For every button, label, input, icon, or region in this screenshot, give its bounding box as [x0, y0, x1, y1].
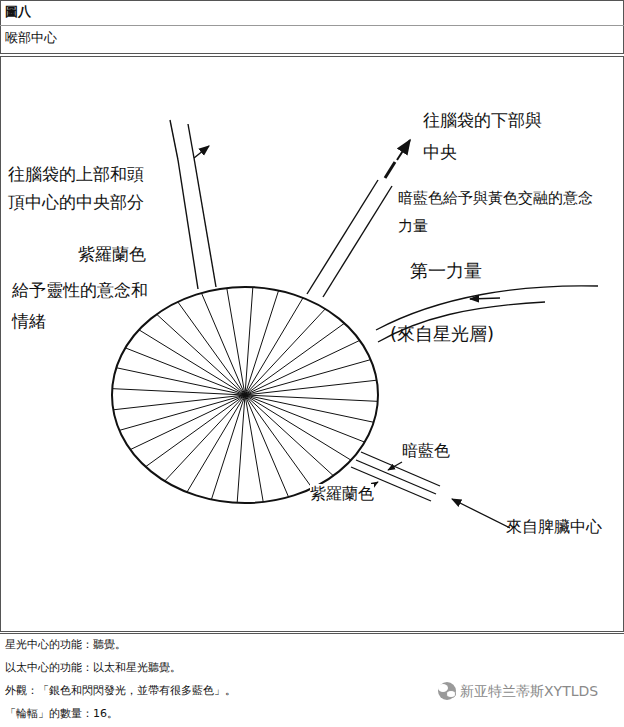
figure-title: 圖八	[5, 4, 31, 21]
function-label: 給予靈性的意念和 情緒	[12, 275, 155, 337]
color-label: 紫羅蘭色	[310, 484, 374, 505]
force-label: 第一力量	[410, 259, 482, 282]
note-line: 外觀：「銀色和閃閃發光，並帶有很多藍色」。	[5, 684, 236, 698]
notes-rule	[0, 633, 624, 634]
dark-blue-stream	[307, 140, 410, 297]
note-line: 星光中心的功能：聽覺。	[5, 638, 126, 652]
figure-subtitle: 喉部中心	[5, 30, 57, 47]
watermark-icon	[438, 682, 456, 700]
direction-label: 往腦袋的下部與 中央	[423, 104, 549, 168]
source-label: (來自星光層)	[390, 322, 494, 345]
source-label: 來自脾臟中心	[506, 517, 602, 538]
figure-frame	[1, 57, 624, 632]
violet-stream	[170, 120, 216, 289]
function-label: 暗藍色給予與黃色交融的意念 力量	[398, 184, 601, 240]
header-frame	[1, 1, 624, 54]
note-line: 以太中心的功能：以太和星光聽覺。	[5, 661, 181, 675]
note-line: 「輪輻」的數量：16。	[5, 707, 118, 721]
watermark: 新亚特兰蒂斯XYTLDS	[460, 682, 598, 700]
spleen-stream	[351, 452, 510, 528]
header-rule	[0, 25, 624, 26]
chakra-wheel	[112, 287, 378, 503]
color-label: 紫羅蘭色	[78, 243, 146, 265]
color-label: 暗藍色	[402, 441, 450, 462]
direction-label: 往腦袋的上部和頭 頂中心的中央部分	[8, 160, 151, 216]
wheel-spoke	[113, 380, 376, 410]
